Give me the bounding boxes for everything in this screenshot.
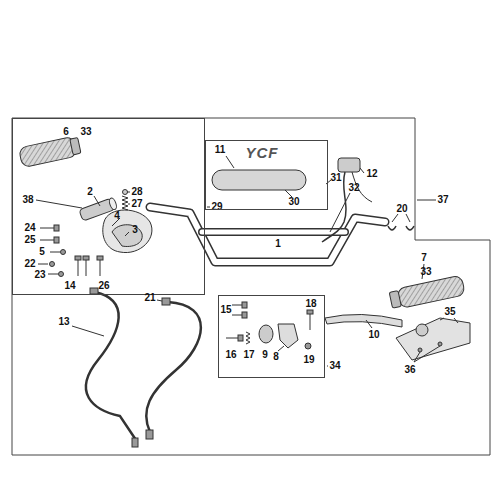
callout-number: 21 bbox=[143, 292, 156, 304]
callout-number: 30 bbox=[287, 196, 300, 208]
callout-number: 1 bbox=[274, 238, 282, 250]
callout-number: 4 bbox=[113, 210, 121, 222]
callout-number: 12 bbox=[365, 168, 378, 180]
callout-number: 23 bbox=[33, 269, 46, 281]
callout-number: 24 bbox=[23, 222, 36, 234]
group-number: 31 bbox=[329, 172, 342, 184]
callout-number: 2 bbox=[86, 186, 94, 198]
callout-number: 26 bbox=[97, 280, 110, 292]
callout-number: 6 bbox=[62, 126, 70, 138]
callout-number: 27 bbox=[130, 198, 143, 210]
callout-number: 33 bbox=[79, 126, 92, 138]
callout-number: 11 bbox=[214, 144, 227, 156]
callout-number: 14 bbox=[63, 280, 76, 292]
callout-number: 3 bbox=[131, 224, 139, 236]
callout-number: 5 bbox=[38, 246, 46, 258]
callout-number: 36 bbox=[403, 364, 416, 376]
group-frame: 29 bbox=[12, 118, 205, 295]
callout-number: 32 bbox=[347, 182, 360, 194]
callout-number: 20 bbox=[395, 203, 408, 215]
group-frame: 37293134 bbox=[12, 118, 490, 455]
group-number: 34 bbox=[328, 360, 341, 372]
callout-number: 8 bbox=[272, 351, 280, 363]
callout-number: 33 bbox=[419, 266, 432, 278]
callout-number: 35 bbox=[443, 306, 456, 318]
group-number: 37 bbox=[436, 194, 449, 206]
callout-number: 15 bbox=[219, 304, 232, 316]
callout-number: 38 bbox=[21, 194, 34, 206]
callout-number: 7 bbox=[420, 252, 428, 264]
frame-outline bbox=[12, 118, 490, 455]
callout-number: 19 bbox=[302, 354, 315, 366]
callout-number: 25 bbox=[23, 234, 36, 246]
callout-number: 16 bbox=[224, 349, 237, 361]
callout-number: 18 bbox=[304, 298, 317, 310]
callout-number: 10 bbox=[367, 329, 380, 341]
callout-number: 22 bbox=[23, 258, 36, 270]
group-number: 29 bbox=[210, 201, 223, 213]
callout-number: 28 bbox=[130, 186, 143, 198]
callout-number: 13 bbox=[57, 316, 70, 328]
callout-number: 17 bbox=[242, 349, 255, 361]
logo-text: YCF bbox=[245, 144, 280, 161]
callout-number: 9 bbox=[261, 349, 269, 361]
